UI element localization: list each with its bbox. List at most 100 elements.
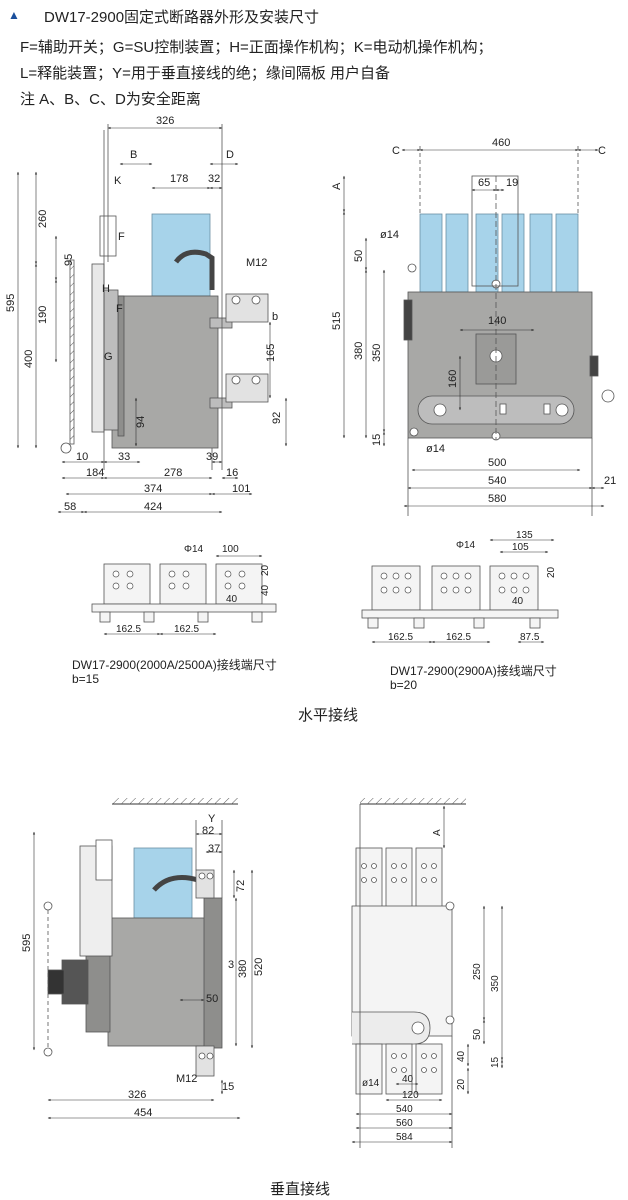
- dim-162-5-right-b: 162.5: [446, 632, 471, 643]
- terminal-right-dimensions: [371, 538, 555, 644]
- label-c-right: C: [598, 145, 606, 157]
- dim-190: 190: [37, 306, 49, 324]
- dim-162-5-right-a: 162.5: [388, 632, 413, 643]
- dim-phi14-vertical: ø14: [362, 1078, 380, 1089]
- dim-phi14-top: ø14: [380, 229, 399, 241]
- front-view-vertical: [351, 798, 466, 1148]
- front-view-horizontal: [403, 146, 615, 516]
- dim-32: 32: [208, 173, 220, 185]
- dim-178: 178: [170, 173, 188, 185]
- dim-100: 100: [222, 544, 239, 555]
- dim-374: 374: [144, 483, 162, 495]
- label-h: H: [102, 283, 110, 295]
- label-b-small: b: [272, 311, 278, 323]
- terminal-caption-right-b: b=20: [390, 678, 418, 692]
- dim-162-5-b: 162.5: [174, 624, 199, 635]
- terminal-left-dimensions: [103, 554, 263, 636]
- dim-19: 19: [506, 177, 518, 189]
- dim-584: 584: [396, 1132, 413, 1143]
- side-view-dimensions: [16, 126, 288, 514]
- dim-33: 33: [118, 451, 130, 463]
- dim-540: 540: [488, 475, 506, 487]
- dim-278: 278: [164, 467, 182, 479]
- terminal-left-labels: Φ14 100 20 40 40 162.5 162.5: [116, 544, 271, 635]
- dim-20-right: 20: [546, 566, 557, 578]
- side-view-vertical: [43, 798, 238, 1077]
- dim-95: 95: [63, 254, 75, 266]
- terminal-caption-right-title: DW17-2900(2900A)接线端尺寸: [390, 664, 557, 678]
- terminal-right-holes: [380, 572, 530, 594]
- dim-260: 260: [37, 210, 49, 228]
- terminal-left-holes: [112, 570, 246, 590]
- dim-39: 39: [206, 451, 218, 463]
- section-title-vertical: 垂直接线: [270, 1181, 331, 1198]
- label-m12: M12: [246, 257, 267, 269]
- terminal-caption-left-title: DW17-2900(2000A/2500A)接线端尺寸: [72, 658, 277, 672]
- dim-184: 184: [86, 467, 104, 479]
- label-f-1: F: [118, 231, 125, 243]
- dim-58: 58: [64, 501, 76, 513]
- dim-454: 454: [134, 1107, 152, 1119]
- dim-105: 105: [512, 542, 529, 553]
- dim-15: 15: [371, 434, 383, 446]
- dim-87-5: 87.5: [520, 632, 540, 643]
- dim-20-front-vertical: 20: [456, 1078, 467, 1090]
- dim-120: 120: [402, 1090, 419, 1101]
- label-g: G: [104, 351, 113, 363]
- legend-line-2: L=释能装置；Y=用于垂直接线的绝；缘间隔板 用户自备: [20, 65, 391, 82]
- dim-37: 37: [208, 843, 220, 855]
- dim-165: 165: [265, 344, 277, 362]
- dim-350-vertical: 350: [490, 975, 501, 992]
- label-a: A: [331, 182, 343, 190]
- terminal-caption-right: DW17-2900(2900A)接线端尺寸 b=20: [390, 664, 557, 692]
- front-view-dimensions: [342, 148, 605, 508]
- dim-50-front-vertical: 50: [472, 1028, 483, 1040]
- dim-16: 16: [226, 467, 238, 479]
- dim-515: 515: [331, 312, 343, 330]
- side-view-labels: 326 B D 178 32 K 260 595 95 F M12 H F 19…: [5, 115, 283, 513]
- dim-250: 250: [472, 963, 483, 980]
- dim-140: 140: [488, 315, 506, 327]
- page-title: DW17-2900固定式断路器外形及安装尺寸: [44, 9, 320, 26]
- label-a-vertical: A: [432, 829, 443, 836]
- dim-520: 520: [253, 958, 265, 976]
- dim-135: 135: [516, 530, 533, 541]
- dim-40-bottom: 40: [402, 1074, 414, 1085]
- terminal-caption-left: DW17-2900(2000A/2500A)接线端尺寸 b=15: [72, 658, 277, 686]
- dim-580: 580: [488, 493, 506, 505]
- dim-560: 560: [396, 1118, 413, 1129]
- dim-21: 21: [604, 475, 616, 487]
- dim-460: 460: [492, 137, 510, 149]
- dim-40-right: 40: [512, 596, 524, 607]
- label-b: B: [130, 149, 137, 161]
- dim-101: 101: [232, 483, 250, 495]
- safety-note: 注 A、B、C、D为安全距离: [20, 91, 201, 108]
- dim-phi14-bottom: ø14: [426, 443, 445, 455]
- dim-94: 94: [135, 416, 147, 428]
- dim-50-vertical: 50: [206, 993, 218, 1005]
- dim-400: 400: [23, 350, 35, 368]
- dim-50: 50: [353, 250, 365, 262]
- dim-595: 595: [5, 294, 17, 312]
- dim-500: 500: [488, 457, 506, 469]
- dim-595-vertical: 595: [21, 934, 33, 952]
- dim-326-vertical: 326: [128, 1089, 146, 1101]
- terminal-right-labels: Φ14 135 105 20 40 162.5 162.5 87.5: [388, 530, 557, 643]
- dim-92: 92: [271, 412, 283, 424]
- bullet-triangle-icon: ▲: [8, 8, 20, 22]
- dim-40: 40: [260, 584, 271, 596]
- terminal-detail-left: [91, 563, 277, 623]
- dim-424: 424: [144, 501, 162, 513]
- dim-350: 350: [371, 344, 383, 362]
- dim-10: 10: [76, 451, 88, 463]
- label-f-2: F: [116, 303, 123, 315]
- dim-326: 326: [156, 115, 174, 127]
- label-d: D: [226, 149, 234, 161]
- dim-82: 82: [202, 825, 214, 837]
- label-c-left: C: [392, 145, 400, 157]
- dim-20: 20: [260, 564, 271, 576]
- front-view-vertical-dimensions: [351, 805, 504, 1144]
- dim-phi14: Φ14: [184, 544, 204, 555]
- dim-40-horizontal: 40: [226, 594, 238, 605]
